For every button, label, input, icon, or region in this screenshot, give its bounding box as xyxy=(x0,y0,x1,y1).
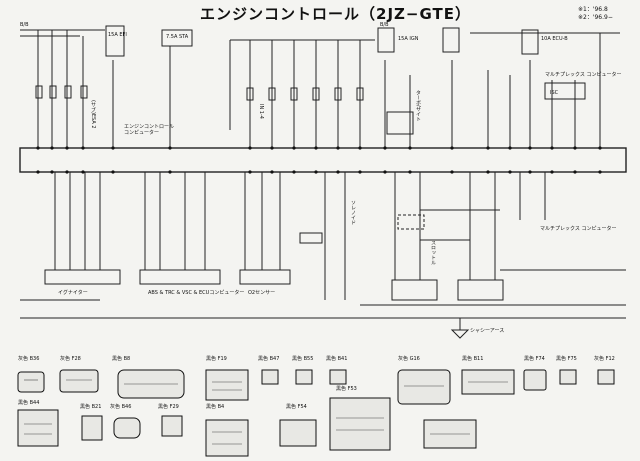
note-injectors: IN 1-4 xyxy=(258,104,264,119)
note-o2: O2センサー xyxy=(248,290,276,296)
connector-label-b4: 黒色 B4 xyxy=(206,404,225,410)
junction-dot xyxy=(292,170,296,174)
junction-dot xyxy=(111,146,115,150)
connector-label-f12: 灰色 F12 xyxy=(594,356,615,362)
junction-dot xyxy=(408,146,412,150)
connector-label-f19: 黒色 F19 xyxy=(206,356,227,362)
connector-label-g16: 灰色 G16 xyxy=(398,356,420,362)
note-solenoid: ソレノイド xyxy=(350,200,356,225)
note-abs: ABS & TRC & VSC & ECUコンピューター xyxy=(148,290,245,296)
note-esa: (サブ)ESA 2 xyxy=(90,100,96,129)
junction-dot xyxy=(450,170,454,174)
junction-dot xyxy=(248,170,252,174)
junction-dot xyxy=(81,146,85,150)
fuse-label-ecub: 10A ECU-B xyxy=(541,36,568,42)
connector-label-b8: 黒色 B8 xyxy=(112,356,131,362)
junction-dot xyxy=(36,170,40,174)
note-multiplex-lower: マルチプレックス コンピューター xyxy=(540,226,617,232)
junction-dot xyxy=(168,170,172,174)
junction-dot xyxy=(486,170,490,174)
junction-dot xyxy=(50,146,54,150)
connector-label-f75: 黒色 F75 xyxy=(556,356,577,362)
ref-note-2: ※2：'96.9− xyxy=(578,14,613,21)
note-turbo: ターボ/サイト xyxy=(415,90,421,122)
bus-label-mid: B/B xyxy=(380,22,389,28)
junction-dot xyxy=(550,170,554,174)
junction-dot xyxy=(270,146,274,150)
fuse-label-sta: 7.5A STA xyxy=(166,34,189,40)
fuse-label-efi: 15A EFI xyxy=(108,32,127,38)
connector-label-f74: 黒色 F74 xyxy=(524,356,545,362)
junction-dot xyxy=(573,170,577,174)
junction-dot xyxy=(383,170,387,174)
junction-dot xyxy=(270,170,274,174)
junction-dot xyxy=(314,146,318,150)
junction-dot xyxy=(336,170,340,174)
note-chassis-ground: シャシーアース xyxy=(470,328,505,334)
junction-dot xyxy=(508,146,512,150)
connector-label-f28: 灰色 F28 xyxy=(60,356,81,362)
connector-label-b11: 黒色 B11 xyxy=(462,356,484,362)
junction-dot xyxy=(65,170,69,174)
ecu-label: エンジンコントロール コンピューター xyxy=(124,124,175,136)
connector-label-b36: 灰色 B36 xyxy=(18,356,40,362)
note-igniter: イグナイター xyxy=(58,290,88,296)
connector-label-b21: 黒色 B21 xyxy=(80,404,102,410)
bus-label-left: B/B xyxy=(20,22,29,28)
junction-dot xyxy=(36,146,40,150)
junction-dot xyxy=(111,170,115,174)
junction-dot xyxy=(358,170,362,174)
diagram-title: エンジンコントロール（2JZ−GTE） xyxy=(200,5,471,23)
note-multiplex: マルチプレックス コンピューター xyxy=(545,72,622,78)
junction-dot xyxy=(550,146,554,150)
junction-dot xyxy=(598,146,602,150)
junction-dot xyxy=(408,170,412,174)
junction-dot xyxy=(508,170,512,174)
junction-dot xyxy=(383,146,387,150)
junction-dot xyxy=(528,146,532,150)
junction-dot xyxy=(573,146,577,150)
junction-dot xyxy=(314,170,318,174)
note-throttle: スロットル xyxy=(430,240,436,265)
junction-dot xyxy=(486,146,490,150)
junction-dot xyxy=(450,146,454,150)
connector-label-b55: 黒色 B55 xyxy=(292,356,314,362)
junction-dot xyxy=(528,170,532,174)
junction-dot xyxy=(598,170,602,174)
connector-label-b46: 灰色 B46 xyxy=(110,404,132,410)
fuse-label-ign: 15A IGN xyxy=(398,36,419,42)
ref-note-1: ※1：'96.8 xyxy=(578,6,608,13)
connector-label-b41: 黒色 B41 xyxy=(326,356,348,362)
connector-label-f29: 黒色 F29 xyxy=(158,404,179,410)
junction-dot xyxy=(292,146,296,150)
junction-dot xyxy=(248,146,252,150)
junction-dot xyxy=(65,146,69,150)
junction-dot xyxy=(81,170,85,174)
junction-dot xyxy=(168,146,172,150)
connector-label-b44: 黒色 B44 xyxy=(18,400,40,406)
connector-label-f54: 黒色 F54 xyxy=(286,404,307,410)
connector-label-b47: 黒色 B47 xyxy=(258,356,280,362)
note-isc: ISC xyxy=(550,90,559,96)
junction-dot xyxy=(50,170,54,174)
junction-dot xyxy=(358,146,362,150)
junction-dot xyxy=(336,146,340,150)
connector-label-f53: 黒色 F53 xyxy=(336,386,357,392)
